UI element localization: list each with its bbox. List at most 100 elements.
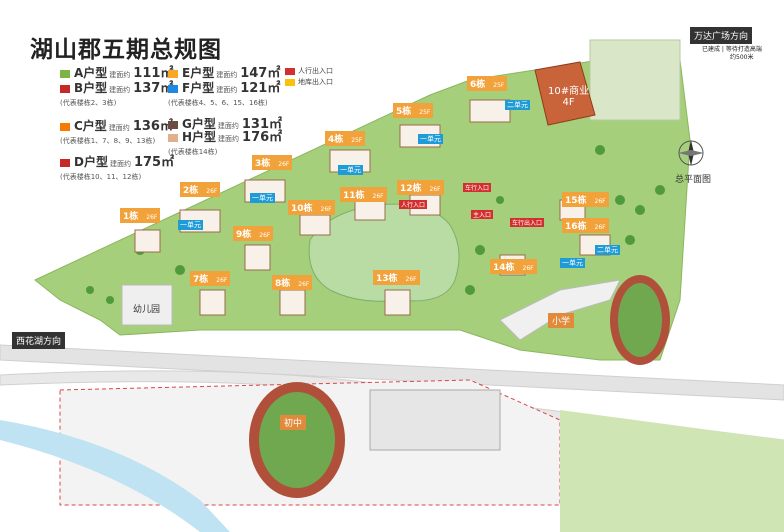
legend-name: G户型 xyxy=(182,117,216,131)
legend-sub: 建面约 xyxy=(109,86,131,94)
legend-name: H户型 xyxy=(182,130,217,144)
legend-name: A户型 xyxy=(74,66,108,80)
compass-icon xyxy=(678,140,704,166)
parking-area xyxy=(589,39,681,121)
kindergarten-label: 幼儿园 xyxy=(133,305,161,315)
building-name: 2栋 xyxy=(183,186,199,196)
river xyxy=(0,420,230,532)
legend-car-entry-label: 地库出入口 xyxy=(298,78,333,86)
legend-area: 176㎡ xyxy=(242,130,283,145)
legend-sub: 建面约 xyxy=(108,124,130,132)
legend-area: 147㎡ xyxy=(240,66,281,81)
primary-school-field xyxy=(618,283,662,357)
legend-sub: 建面约 xyxy=(218,135,240,143)
building-floors: 25F xyxy=(419,109,431,116)
legend-note: (代表楼栋4、5、6、15、16栋) xyxy=(168,99,268,107)
building-name: 7栋 xyxy=(193,275,209,285)
building-floors: 26F xyxy=(405,276,417,283)
building-name: 5栋 xyxy=(396,107,412,117)
legend-swatch-d xyxy=(60,159,70,167)
building-floors: 26F xyxy=(594,198,606,205)
legend-area: 137㎡ xyxy=(133,81,174,96)
legend-area: 175㎡ xyxy=(133,155,175,170)
building-name: 15栋 xyxy=(565,196,587,206)
legend-sub: 建面约 xyxy=(109,160,131,168)
building-floors: 26F xyxy=(372,193,384,200)
building-name: 11栋 xyxy=(343,191,365,201)
east-direction-label: 万达广场方向 xyxy=(690,27,753,44)
legend-swatch-g xyxy=(168,121,178,129)
building-label: 9栋 26F xyxy=(233,226,274,241)
entrance-tag: 车行入口 xyxy=(463,183,492,192)
building-floors: 25F xyxy=(493,82,505,89)
yellow-arrow-icon xyxy=(285,78,295,86)
commercial-floors: 4F xyxy=(562,97,575,108)
legend-sub: 建面约 xyxy=(216,86,238,94)
building-floors: 26F xyxy=(216,277,228,284)
commercial-building-shape xyxy=(534,61,596,126)
legend-swatch-h xyxy=(168,134,178,142)
building-label: 11栋 26F xyxy=(340,187,387,202)
east-direction-distance: 约500米 xyxy=(730,54,754,61)
building-floors: 26F xyxy=(146,214,158,221)
building-label: 5栋 25F xyxy=(393,103,434,118)
entrance-tag: 车行出入口 xyxy=(510,218,545,227)
red-arrow-icon xyxy=(285,67,295,75)
legend-note: (代表楼栋14栋) xyxy=(168,148,218,156)
building-label: 15栋 26F xyxy=(562,192,609,207)
middle-school-building xyxy=(369,389,501,451)
building-floors: 26F xyxy=(429,186,441,193)
building-name: 13栋 xyxy=(376,274,398,284)
legend-swatch-e xyxy=(168,70,178,78)
legend-swatch-f xyxy=(168,85,178,93)
legend-swatch-a xyxy=(60,70,70,78)
main-road xyxy=(0,344,784,401)
legend-swatch-b xyxy=(60,85,70,93)
building-label: 12栋 26F xyxy=(397,180,444,195)
unit-tag: 一单元 xyxy=(250,193,275,203)
building-floors: 26F xyxy=(594,224,606,231)
legend-name: D户型 xyxy=(74,155,108,169)
building-name: 4栋 xyxy=(328,135,344,145)
building-name: 9栋 xyxy=(236,230,252,240)
legend-swatch-c xyxy=(60,123,70,131)
page-title: 湖山郡五期总规图 xyxy=(30,37,222,63)
legend-name: C户型 xyxy=(74,119,107,133)
building-floors: 26F xyxy=(320,206,332,213)
building-label: 7栋 26F xyxy=(190,271,231,286)
unit-tag: 二单元 xyxy=(595,245,620,255)
building-name: 3栋 xyxy=(255,159,271,169)
building-name: 12栋 xyxy=(400,184,422,194)
primary-school-shape xyxy=(499,279,621,341)
building-floors: 26F xyxy=(259,232,271,239)
unit-tag: 一单元 xyxy=(418,134,443,144)
west-direction-label: 西花湖方向 xyxy=(12,332,66,349)
legend-note: (代表楼栋2、3栋) xyxy=(60,99,117,107)
unit-tag: 一单元 xyxy=(338,165,363,175)
unit-tag: 二单元 xyxy=(505,100,530,110)
middle-school-field xyxy=(259,392,335,488)
entrance-tag: 主入口 xyxy=(471,210,494,219)
unit-tag: 一单元 xyxy=(560,258,585,268)
legend-note: (代表楼栋10、11、12栋) xyxy=(60,173,142,181)
legend-area: 111㎡ xyxy=(133,66,174,81)
building-footprints xyxy=(134,99,611,316)
kindergarten-shape xyxy=(121,284,173,326)
park-area xyxy=(560,410,784,532)
building-floors: 26F xyxy=(298,281,310,288)
entrance-tag: 人行入口 xyxy=(399,200,428,209)
